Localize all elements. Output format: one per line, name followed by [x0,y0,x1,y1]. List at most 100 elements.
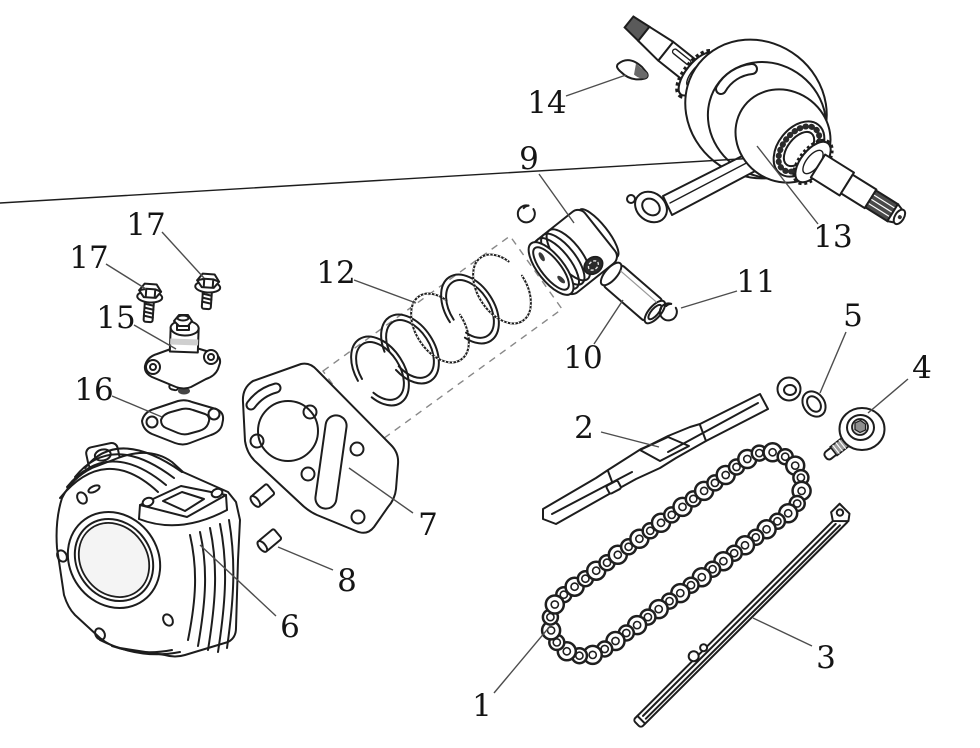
callout-tensioner-gasket: 16 [74,372,163,418]
leader-line [600,431,660,448]
leader-line [493,624,552,694]
leader-line [680,290,738,309]
leader-line [756,145,819,225]
chain-link-pin [635,534,644,544]
chain-link-pin [790,461,800,470]
chain-link-pin [688,494,698,504]
leader-line [199,544,277,617]
chain-link-pin [591,566,601,576]
callout-chain-guide: 3 [752,617,836,676]
woodruff-key-part [616,59,649,81]
callout-pivot-bolt: 4 [867,350,932,414]
chain-link-pin [710,478,720,488]
chain-link-pin [697,572,707,582]
callout-piston: 9 [519,141,575,224]
callout-number: 8 [337,563,357,599]
leader-line [161,231,205,279]
callout-number: 5 [843,298,863,334]
callout-tensioner-arm: 2 [574,410,660,448]
dowel-pin-part [249,483,283,553]
chain-link-pin [588,650,598,660]
chain-link-pin [732,462,741,472]
leader-line [348,467,414,514]
chain-link-pin [632,620,642,630]
piston-part [527,208,620,296]
piston-circlip [516,204,536,224]
chain-link-pin [762,524,771,534]
cylinder-gasket-part [241,362,400,534]
callout-number: 15 [96,300,135,336]
chain-link-pin [621,628,631,638]
callout-number: 1 [472,688,492,724]
callout-cylinder-gasket: 7 [348,467,438,543]
chain-link [544,594,566,615]
leader-line [111,395,163,418]
callout-number: 6 [280,609,300,645]
callout-number: 2 [574,410,594,446]
callout-number: 10 [563,340,602,376]
callout-number: 9 [519,141,539,177]
callout-number: 4 [912,350,932,386]
chain-link-pin [624,542,633,552]
chain-link-pin [792,499,802,508]
chain-link-pin [643,612,653,622]
callout-circlip: 11 [680,264,776,309]
chain-link-pin [600,644,610,654]
callout-piston-pin: 10 [563,299,624,376]
chain-link-pin [729,548,739,558]
leader-line [353,279,417,304]
leader-line [133,324,177,350]
callout-number: 17 [126,207,165,243]
leader-line [565,74,627,97]
chain-link-pin [721,470,731,480]
crankshaft-part [0,15,907,226]
callout-number: 11 [736,264,775,300]
chain-link-pin [780,452,790,462]
chain-link-pin [768,447,777,457]
chain-link-pin [581,574,590,584]
washer-part [801,390,827,418]
chain-link-pin [678,502,687,512]
chain-link-pin [570,582,579,592]
cam-chain-part [540,442,812,666]
callout-cylinder-block: 6 [199,544,300,645]
chain-link-pin [559,590,569,600]
callout-number: 14 [527,85,566,121]
callout-number: 17 [69,240,108,276]
callout-woodruff-key: 14 [527,74,627,121]
chain-link-pin [686,580,696,590]
chain-guide-part [633,502,851,728]
chain-tensioner-part [143,314,222,395]
chain-link-pin [613,550,623,560]
chain-link-pin [667,510,677,520]
callout-cam-chain: 1 [472,624,552,724]
callout-number: 13 [813,219,852,255]
chain-link-pin [719,556,728,566]
chain-link-pin [773,516,782,526]
tensioner-arm-part [542,376,802,525]
chain-link-pin [656,518,666,528]
callout-washer: 5 [819,298,863,394]
chain-link-pin [602,558,612,568]
callout-number: 7 [418,507,438,543]
chain-link-pin [550,600,560,609]
chain-link-pin [645,526,655,536]
piston-ring-set-part [322,235,563,445]
leader-line [819,331,847,394]
callout-flange-bolt-left: 17 [69,240,147,290]
cylinder-block-part [55,442,241,658]
chain-link-pin [654,604,664,614]
flange-bolt-left-part [136,282,164,324]
chain-link-pin [699,486,709,496]
leader-line [277,546,334,571]
callout-piston-ring-set: 12 [316,255,417,304]
callout-number: 3 [816,640,836,676]
callout-chain-tensioner: 15 [96,300,177,350]
callout-number: 16 [74,372,113,408]
leader-line [538,173,575,224]
callout-number: 12 [316,255,355,291]
chain-link-pin [546,626,556,635]
